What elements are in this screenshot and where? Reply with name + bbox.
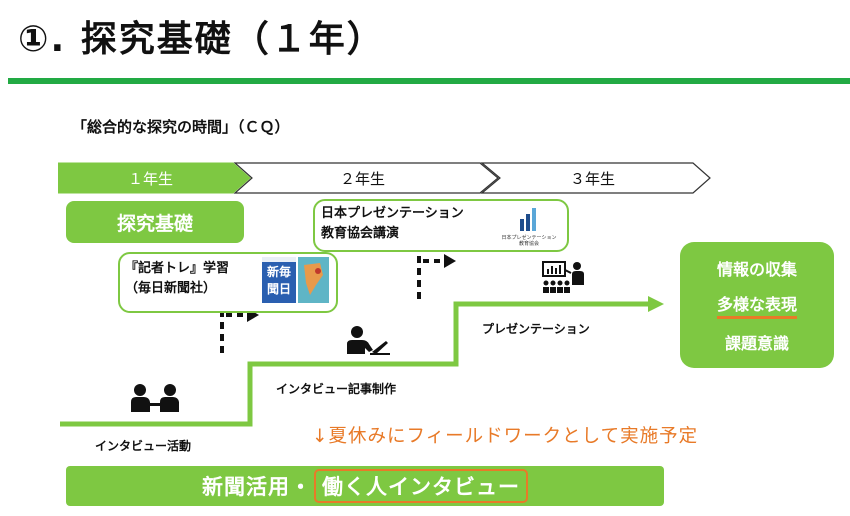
mainichi-book-cover: [262, 257, 296, 303]
fieldwork-note: ↓夏休みにフィールドワークとして実施予定: [312, 426, 699, 447]
kisha-line2: （毎日新聞社）: [125, 281, 217, 296]
jpa-logo-text: 日本プレゼンテーション教育協会: [501, 235, 557, 247]
map-book-cover: [298, 257, 329, 303]
jpa-line2: 教育協会講演: [321, 226, 400, 241]
jpa-lecture-text: 日本プレゼンテーション 教育協会講演: [321, 204, 464, 244]
timeline-year2-label: ２年生: [340, 170, 386, 188]
bottom-banner: 新聞活用・ 働く人インタビュー: [66, 466, 664, 506]
staircase-arrowhead: [648, 296, 664, 312]
page-title: ①. 探究基礎（１年）: [18, 19, 385, 60]
mainichi-book-text: 新毎 聞日: [266, 265, 291, 296]
chevron-year2: [233, 162, 499, 194]
bottom-banner-highlight: 働く人インタビュー: [314, 469, 528, 503]
year-timeline: [58, 162, 711, 194]
caption-interview-activity: インタビュー活動: [95, 439, 192, 453]
caption-presentation: プレゼンテーション: [482, 322, 590, 336]
goal-item: 課題意識: [724, 334, 789, 354]
timeline-year3-label: ３年生: [570, 170, 616, 188]
kisha-training-text: 『記者トレ』学習 （毎日新聞社）: [125, 259, 229, 299]
goals-box: 情報の収集 多様な表現 課題意識: [680, 242, 834, 368]
presenter-audience-icon: [542, 261, 584, 293]
dotted-arrow-icon: [417, 254, 456, 299]
bar-chart-logo-icon: [520, 208, 536, 231]
tankyu-kiso-label: 探究基礎: [66, 201, 244, 243]
title-underline: [8, 78, 850, 84]
caption-article-production: インタビュー記事制作: [276, 382, 397, 396]
bottom-banner-part1: 新聞活用・: [202, 475, 312, 499]
meeting-icon: [131, 384, 179, 412]
jpa-line1: 日本プレゼンテーション: [321, 206, 464, 221]
timeline-year1-label: １年生: [128, 170, 174, 188]
goal-item-highlighted: 多様な表現: [716, 291, 797, 319]
dotted-arrow-icon: [220, 308, 259, 353]
chevron-year3: [480, 162, 711, 194]
laptop-person-icon: [347, 326, 390, 355]
staircase-line: [60, 301, 650, 427]
chevron-year1: [58, 162, 251, 194]
subtitle: 「総合的な探究の時間」（ＣＱ）: [72, 118, 290, 136]
kisha-line1: 『記者トレ』学習: [125, 261, 230, 276]
goal-item: 情報の収集: [716, 259, 797, 279]
